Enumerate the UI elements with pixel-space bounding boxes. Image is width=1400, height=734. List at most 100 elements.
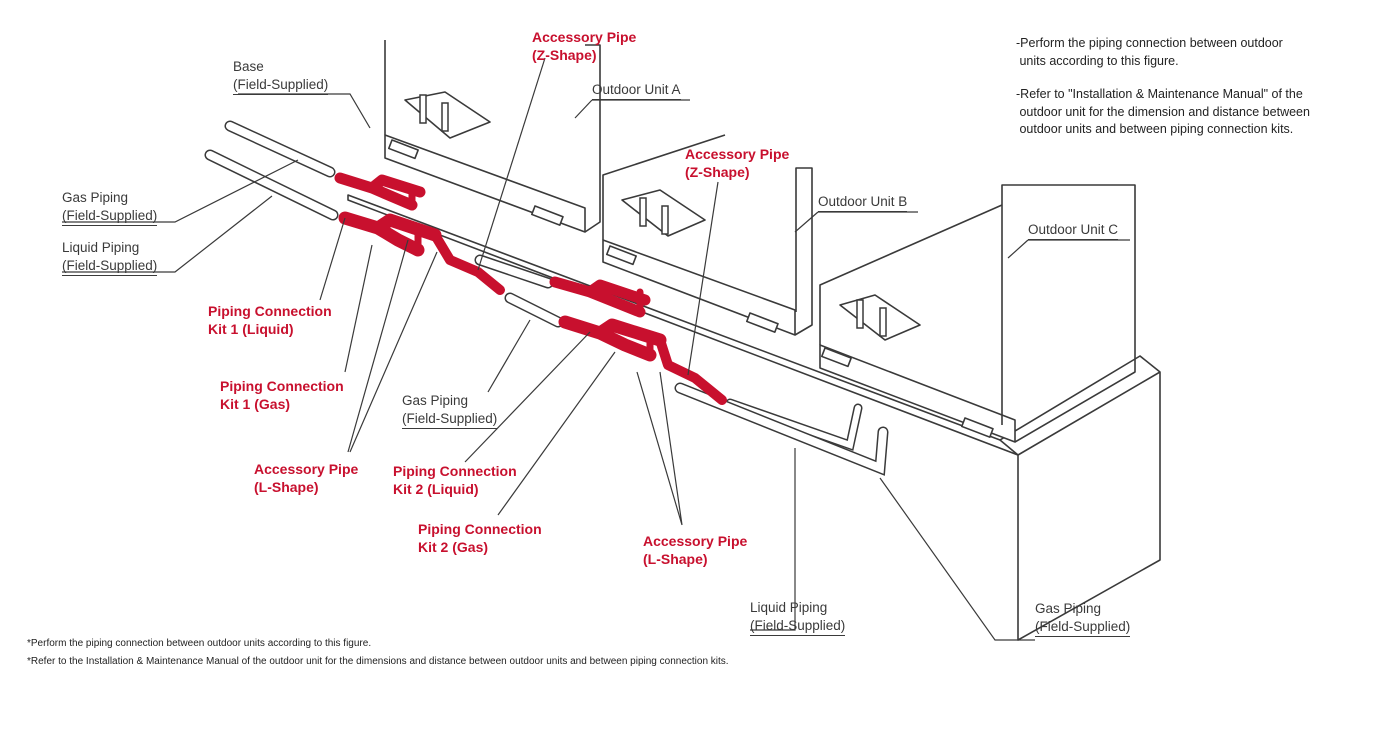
label-accessory-pipe-z-2-line2: (Z-Shape) (685, 164, 750, 180)
stub-pipe (661, 205, 669, 235)
outdoor-unit-a-window (530, 205, 564, 226)
leader-outdoor-unit-b (794, 211, 918, 233)
label-liquid-piping-right-line1: Liquid Piping (750, 600, 828, 615)
leader-liquid-piping-right (750, 448, 796, 631)
stub-pipe (419, 94, 427, 124)
outdoor-unit-a-vent (387, 139, 419, 160)
label-accessory-pipe-l-1-line1: Accessory Pipe (254, 461, 359, 477)
liquid-pipe-left-fill (206, 151, 337, 219)
label-accessory-pipe-z-1: Accessory Pipe (Z-Shape) (532, 28, 636, 64)
label-base-line1: Base (233, 59, 264, 74)
kit2-gas (558, 315, 667, 362)
label-kit2-liquid-line2: Kit 2 (Liquid) (393, 481, 479, 497)
label-gas-piping-mid: Gas Piping (Field-Supplied) (402, 392, 498, 429)
label-liquid-piping-right: Liquid Piping (Field-Supplied) (750, 599, 846, 636)
leader-base (238, 93, 371, 129)
leader-liquid-piping-left (62, 195, 273, 273)
stub-pipe (639, 197, 647, 227)
note-1-line1: -Perform the piping connection between o… (1016, 36, 1283, 50)
leader-accessory-pipe-l-1 (347, 239, 438, 453)
stub-pipe (879, 307, 887, 337)
label-outdoor-unit-c: Outdoor Unit C (1028, 221, 1119, 240)
label-kit1-gas-line1: Piping Connection (220, 378, 344, 394)
label-accessory-pipe-l-1: Accessory Pipe (L-Shape) (254, 460, 358, 496)
label-accessory-pipe-l-2: Accessory Pipe (L-Shape) (643, 532, 747, 568)
outdoor-unit-c-window (960, 417, 994, 438)
gas-pipe-mid-fill (476, 256, 552, 287)
label-kit2-liquid-line1: Piping Connection (393, 463, 517, 479)
footnote-1: *Perform the piping connection between o… (27, 638, 372, 649)
outdoor-unit-b-back (602, 134, 726, 240)
base-slab-edge (999, 371, 1161, 456)
leader-kit1-gas (344, 244, 373, 373)
note-2: -Refer to "Installation & Maintenance Ma… (1016, 86, 1310, 139)
outdoor-unit-b-vent (605, 245, 637, 266)
label-accessory-pipe-l-2-line2: (L-Shape) (643, 551, 708, 567)
label-kit2-gas-line1: Piping Connection (418, 521, 542, 537)
gas-pipe-right-fill (676, 384, 887, 474)
label-gas-piping-right-line1: Gas Piping (1035, 601, 1102, 616)
label-accessory-pipe-z-2-line1: Accessory Pipe (685, 146, 790, 162)
label-kit1-liquid-line1: Piping Connection (208, 303, 332, 319)
label-outdoor-unit-a: Outdoor Unit A (592, 81, 681, 100)
label-liquid-piping-left-line1: Liquid Piping (62, 240, 140, 255)
leader-accessory-pipe-z-2 (687, 181, 719, 376)
label-gas-piping-right: Gas Piping (Field-Supplied) (1035, 600, 1131, 637)
label-gas-piping-mid-line2: (Field-Supplied) (402, 410, 498, 429)
label-kit1-liquid-line2: Kit 1 (Liquid) (208, 321, 294, 337)
outdoor-unit-c-vent (820, 347, 852, 368)
label-gas-piping-right-line2: (Field-Supplied) (1035, 618, 1131, 637)
label-accessory-pipe-l-2-line1: Accessory Pipe (643, 533, 748, 549)
note-2-line2: outdoor unit for the dimension and dista… (1016, 104, 1310, 119)
stub-pipe (856, 299, 864, 329)
leader-accessory-pipe-z-1 (477, 57, 546, 271)
accessory-pipe-z-1 (430, 230, 505, 295)
label-kit1-gas: Piping Connection Kit 1 (Gas) (220, 377, 344, 413)
leader-gas-piping-right (879, 477, 1035, 641)
accessory-pipe-l-1 (408, 184, 422, 254)
gas-pipe-left-fill (226, 122, 334, 176)
label-liquid-piping-right-line2: (Field-Supplied) (750, 617, 846, 636)
liquid-pipe-mid-fill (506, 294, 562, 326)
label-base: Base (Field-Supplied) (233, 58, 329, 95)
label-kit1-liquid: Piping Connection Kit 1 (Liquid) (208, 302, 332, 338)
outdoor-unit-b-side (794, 167, 813, 336)
label-gas-piping-left: Gas Piping (Field-Supplied) (62, 189, 158, 226)
leader-kit1-liquid (319, 217, 346, 301)
outdoor-unit-c-back (819, 204, 1003, 345)
leader-outdoor-unit-a (574, 99, 690, 119)
stub-pipe (441, 102, 449, 132)
label-gas-piping-left-line2: (Field-Supplied) (62, 207, 158, 226)
label-outdoor-unit-b: Outdoor Unit B (818, 193, 908, 212)
kit2-liquid (549, 276, 651, 318)
note-1: -Perform the piping connection between o… (1016, 35, 1283, 70)
label-liquid-piping-left-line2: (Field-Supplied) (62, 257, 158, 276)
label-base-line2: (Field-Supplied) (233, 76, 329, 95)
label-kit1-gas-line2: Kit 1 (Gas) (220, 396, 291, 412)
leader-kit2-liquid (464, 331, 591, 463)
label-kit2-gas: Piping Connection Kit 2 (Gas) (418, 520, 542, 556)
label-accessory-pipe-z-1-line2: (Z-Shape) (532, 47, 597, 63)
kit1-liquid (334, 172, 426, 211)
leader-gas-piping-left (62, 159, 299, 223)
outdoor-unit-b-window (745, 312, 779, 333)
outdoor-unit-c-side (1001, 184, 1136, 443)
label-accessory-pipe-z-1-line1: Accessory Pipe (532, 29, 637, 45)
leader-accessory-pipe-l-2 (636, 371, 683, 526)
label-kit2-liquid: Piping Connection Kit 2 (Liquid) (393, 462, 517, 498)
label-gas-piping-mid-line1: Gas Piping (402, 393, 469, 408)
note-2-line1: -Refer to "Installation & Maintenance Ma… (1016, 87, 1303, 101)
accessory-pipe-z-2 (655, 335, 727, 405)
footnote-2: *Refer to the Installation & Maintenance… (27, 656, 729, 667)
label-accessory-pipe-z-2: Accessory Pipe (Z-Shape) (685, 145, 789, 181)
label-accessory-pipe-l-1-line2: (L-Shape) (254, 479, 319, 495)
accessory-pipe-l-2 (636, 288, 654, 359)
label-gas-piping-left-line1: Gas Piping (62, 190, 129, 205)
label-liquid-piping-left: Liquid Piping (Field-Supplied) (62, 239, 158, 276)
leader-outdoor-unit-c (1007, 239, 1130, 259)
outdoor-unit-a-side (584, 44, 601, 233)
note-1-line2: units according to this figure. (1016, 53, 1179, 68)
note-2-line3: outdoor units and between piping connect… (1016, 122, 1294, 136)
leader-gas-piping-mid (487, 319, 531, 393)
